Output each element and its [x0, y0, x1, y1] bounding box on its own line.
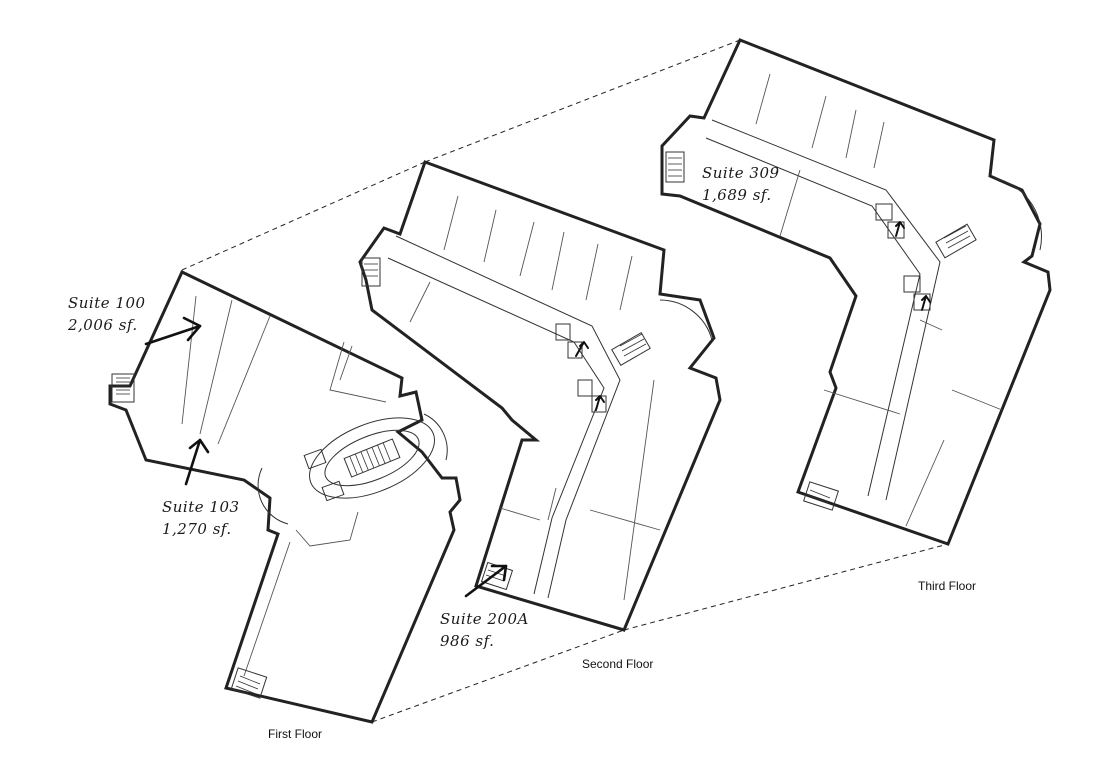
third-floor-stair-west [665, 151, 685, 183]
suite-100-area: 2,006 sf. [68, 316, 138, 334]
suite-200a-area: 986 sf. [440, 632, 495, 650]
suite-100-name: Suite 100 [68, 294, 146, 312]
second-floor-plan [358, 160, 722, 632]
suite-309-name: Suite 309 [702, 164, 780, 182]
suite-103-name: Suite 103 [162, 498, 240, 516]
third-floor-stair-core [935, 223, 977, 259]
suite-200a-name: Suite 200A [440, 610, 529, 628]
second-floor-stair-west [361, 257, 381, 287]
suite-309-area: 1,689 sf. [702, 186, 772, 204]
first-floor-stair-center [343, 438, 401, 478]
suite-103-annotation: Suite 103 1,270 sf. [162, 496, 240, 540]
floor-label-first: First Floor [268, 727, 322, 741]
first-floor-plan [108, 269, 462, 724]
floor-label-second: Second Floor [582, 657, 654, 671]
perspective-lines [181, 39, 949, 723]
suite-100-annotation: Suite 100 2,006 sf. [68, 292, 146, 336]
third-floor-stair-south [803, 481, 839, 511]
suite-200a-arrow [464, 564, 508, 598]
suite-103-arrow [184, 438, 210, 486]
suite-103-area: 1,270 sf. [162, 520, 232, 538]
suite-100-arrow [144, 316, 202, 346]
suite-309-annotation: Suite 309 1,689 sf. [702, 162, 780, 206]
suite-200a-annotation: Suite 200A 986 sf. [440, 608, 529, 652]
second-floor-stair-core [611, 332, 651, 366]
floor-label-third: Third Floor [918, 579, 977, 593]
first-floor-stair-west [111, 373, 135, 403]
first-floor-stair-south [230, 667, 268, 699]
third-floor-plan [660, 38, 1052, 546]
